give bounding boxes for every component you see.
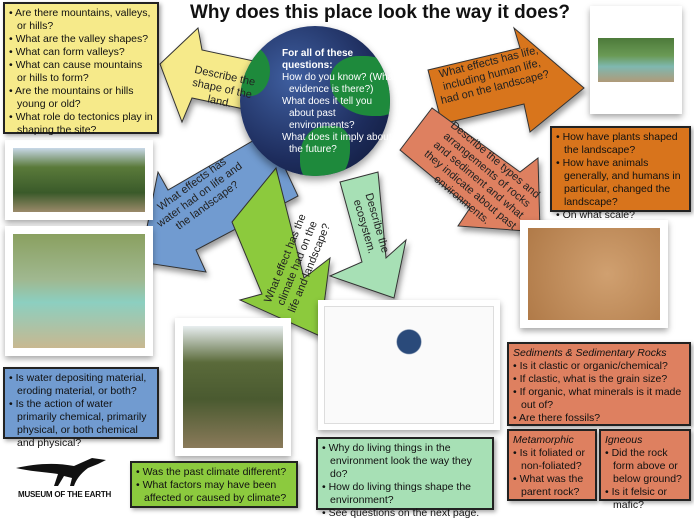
list-item: Did the rock form above or below ground? (605, 447, 685, 486)
water-questions-box: Is water depositing material, eroding ma… (3, 367, 159, 449)
photo-poster-thumbnail (318, 300, 500, 430)
globe-item: How do you know? (What evidence is there… (282, 72, 396, 95)
page-title: Why does this place look the way it does… (189, 2, 571, 23)
box-heading: Igneous (605, 434, 643, 446)
igneous-box: Igneous Did the rock form above or below… (599, 429, 691, 511)
globe-item: What does it tell you about past environ… (282, 96, 373, 131)
globe-text: For all of these questions: How do you k… (282, 48, 398, 156)
arrow-climate (231, 166, 331, 337)
photo-rocks (520, 220, 668, 328)
list-item: Is it foliated or non-foliated? (513, 447, 591, 473)
list-item: Is the action of water primarily chemica… (9, 398, 153, 450)
photo-pool (5, 226, 153, 356)
list-item: What can form valleys? (9, 46, 153, 59)
list-item: Is it clastic or organic/chemical? (513, 360, 685, 373)
arrow-life (427, 26, 585, 133)
list-item: Why do living things in the environment … (322, 442, 488, 481)
list-item: If clastic, what is the grain size? (513, 373, 685, 386)
list-item: See questions on the next page. (322, 507, 488, 520)
list-item: What factors may have been affected or c… (136, 479, 292, 505)
globe-heading: For all of these questions: (282, 48, 354, 71)
list-item: How have animals generally, and humans i… (556, 157, 685, 209)
ecosystem-questions-box: Why do living things in the environment … (316, 437, 494, 519)
list-item: How have plants shaped the landscape? (556, 131, 685, 157)
sedimentary-box: Sediments & Sedimentary Rocks Is it clas… (507, 342, 691, 426)
list-item: Is water depositing material, eroding ma… (9, 372, 153, 398)
arrow-ecosystem (328, 171, 407, 299)
list-item: On what scale? (556, 209, 685, 222)
list-item: Are there fossils? (513, 412, 685, 425)
box-heading: Sediments & Sedimentary Rocks (513, 347, 667, 359)
list-item: If organic, what minerals is it made out… (513, 386, 685, 412)
climate-questions-box: Was the past climate different?What fact… (130, 461, 298, 508)
list-item: Was the past climate different? (136, 466, 292, 479)
globe-item: What does it imply about the future? (282, 132, 392, 155)
metamorphic-box: Metamorphic Is it foliated or non-foliat… (507, 429, 597, 501)
dinosaur-icon (16, 458, 106, 486)
logo-text: MUSEUM OF THE EARTH (18, 490, 112, 499)
list-item: Is it felsic or mafic? (605, 486, 685, 512)
list-item: What was the parent rock? (513, 473, 591, 499)
photo-river-valley (590, 6, 682, 114)
list-item: Are the mountains or hills young or old? (9, 85, 153, 111)
box-heading: Metamorphic (513, 434, 574, 446)
list-item: Are there mountains, valleys, or hills? (9, 7, 153, 33)
museum-logo: MUSEUM OF THE EARTH (14, 454, 118, 502)
arrow-rocks (399, 107, 541, 233)
list-item: What can cause mountains or hills to for… (9, 59, 153, 85)
globe (240, 26, 390, 176)
photo-canyon (5, 140, 153, 220)
list-item: What are the valley shapes? (9, 33, 153, 46)
list-item: What role do tectonics play in shaping t… (9, 111, 153, 137)
land-questions-box: Are there mountains, valleys, or hills?W… (3, 2, 159, 137)
list-item: How do living things shape the environme… (322, 481, 488, 507)
life-questions-box: How have plants shaped the landscape?How… (550, 126, 691, 221)
photo-cactus (175, 318, 291, 456)
